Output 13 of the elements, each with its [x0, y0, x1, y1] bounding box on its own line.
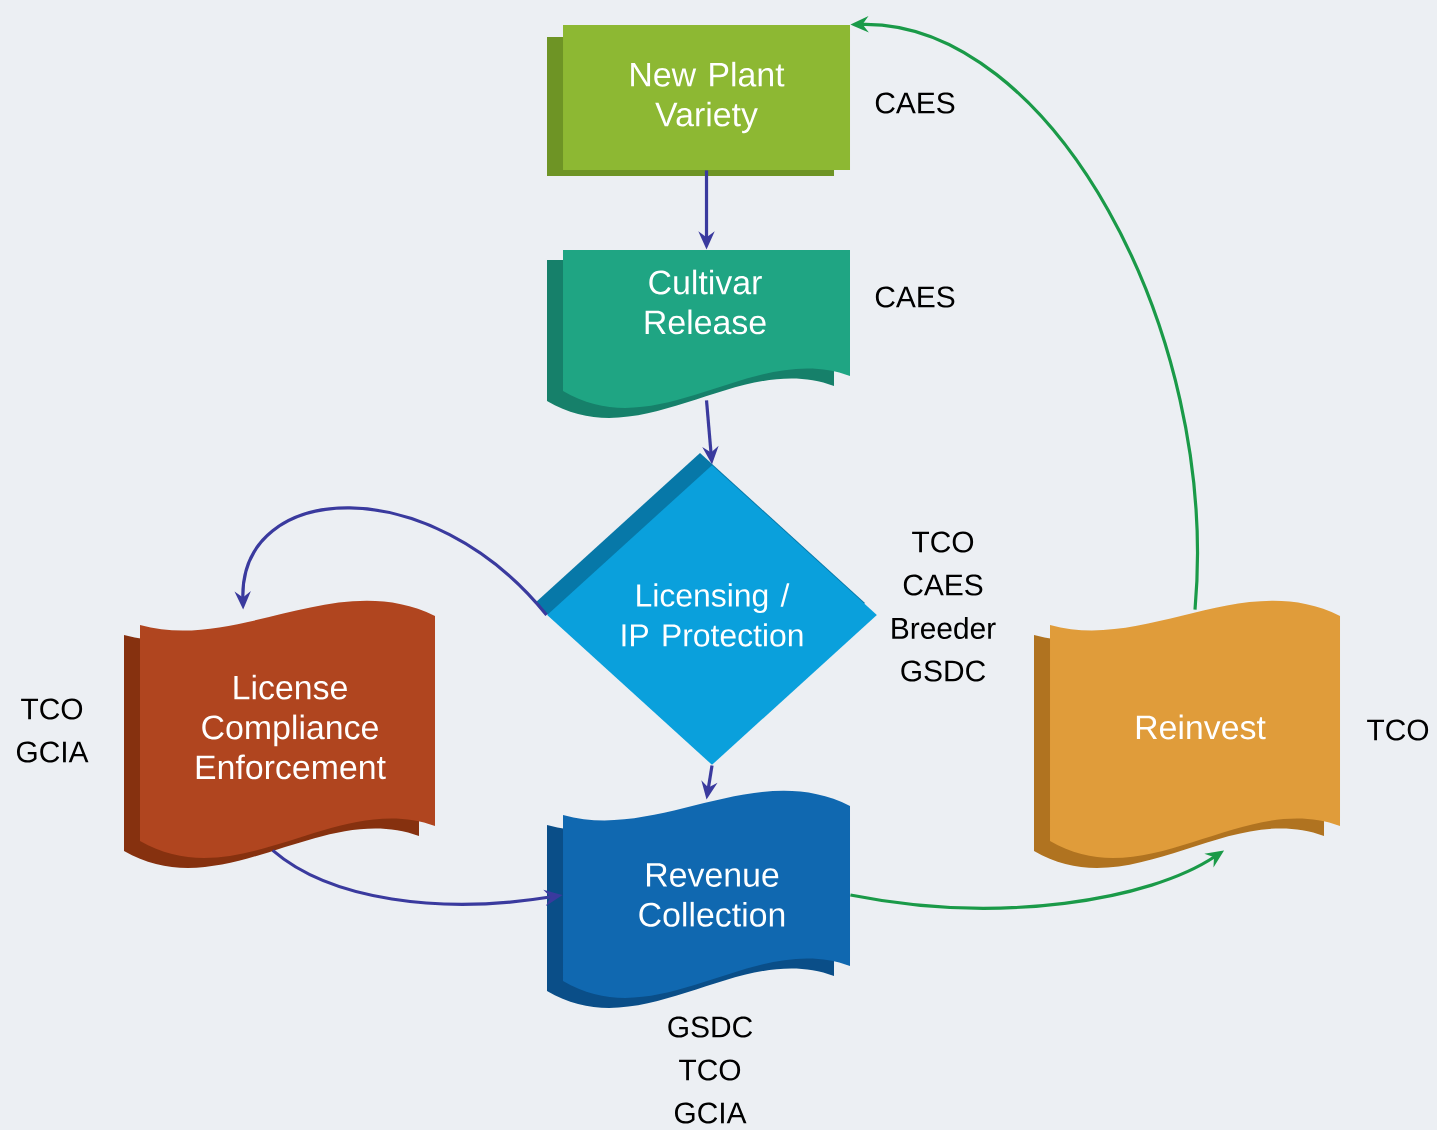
- side-label: CAES: [903, 574, 983, 596]
- side-label: GSDC: [668, 1016, 753, 1038]
- side-label: TCO: [912, 531, 974, 553]
- side-label: Breeder: [892, 617, 996, 639]
- side-label: CAES: [875, 92, 955, 114]
- side-label: TCO: [1367, 719, 1429, 741]
- side-label: CAES: [875, 286, 955, 308]
- side-label: GSDC: [901, 660, 986, 682]
- process-box: New Plant Variety: [547, 25, 850, 176]
- side-label: GCIA: [16, 741, 89, 763]
- side-label: TCO: [679, 1059, 741, 1081]
- side-label: TCO: [21, 698, 83, 720]
- side-label: GCIA: [674, 1102, 747, 1124]
